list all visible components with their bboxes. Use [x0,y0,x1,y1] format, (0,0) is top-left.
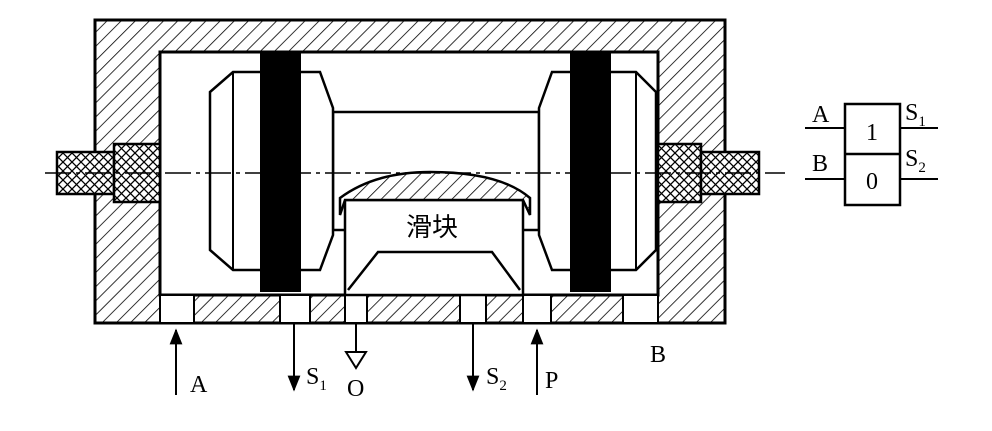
symbol-label-a: A [812,102,830,128]
symbol-label-s1: S1 [905,100,926,130]
symbol-cell-bottom: 0 [866,169,878,195]
left-seal-band [260,52,301,292]
port-label-o: O [347,376,364,402]
port-label-p: P [545,368,558,394]
port-opening-o [344,294,368,324]
port-opening-p [522,294,552,324]
port-label-s2: S2 [486,364,507,394]
port-opening-s2 [459,294,487,324]
right-seal-band [570,52,611,292]
housing-walls [93,18,727,325]
port-opening-a [159,294,195,324]
port-label-a: A [190,372,208,398]
slider-cap [338,170,532,216]
drain-triangle-icon [344,351,368,370]
valve-symbol: 1 0 A B S1 S2 [805,100,938,207]
valve-housing [93,18,727,325]
symbol-cell-top: 1 [866,120,878,146]
port-opening-b [622,294,659,324]
slider-block: 滑块 [338,170,532,297]
slider-inner-groove [347,250,522,291]
port-label-b: B [650,342,666,368]
symbol-label-s2: S2 [905,146,926,176]
port-label-s1: S1 [306,364,327,394]
port-opening-s1 [279,294,311,324]
slider-label: 滑块 [406,213,458,243]
symbol-label-b: B [812,151,828,177]
